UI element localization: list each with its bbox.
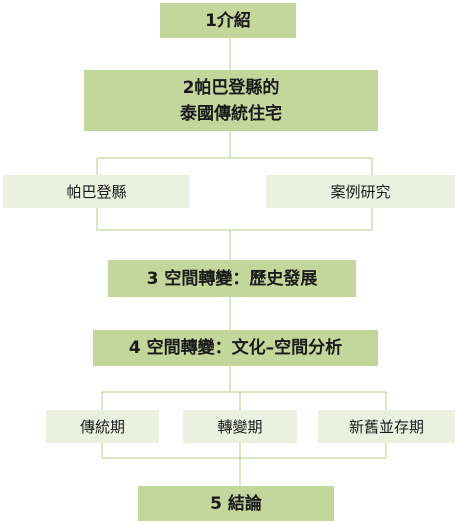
node-traditional: 傳統期 [46,410,159,443]
node-thai-house: 2帕巴登縣的 泰國傳統住宅 [84,70,378,131]
node-phrabadeng: 帕巴登縣 [3,175,190,208]
node-coexist: 新舊並存期 [318,410,455,443]
node-transition: 轉變期 [183,410,297,443]
node-case-study: 案例研究 [266,175,455,208]
node-history: 3 空間轉變：歷史發展 [108,260,356,297]
node-intro: 1介紹 [160,3,296,38]
node-culture: 4 空間轉變：文化–空間分析 [93,330,378,366]
node-conclusion: 5 結論 [138,486,334,521]
